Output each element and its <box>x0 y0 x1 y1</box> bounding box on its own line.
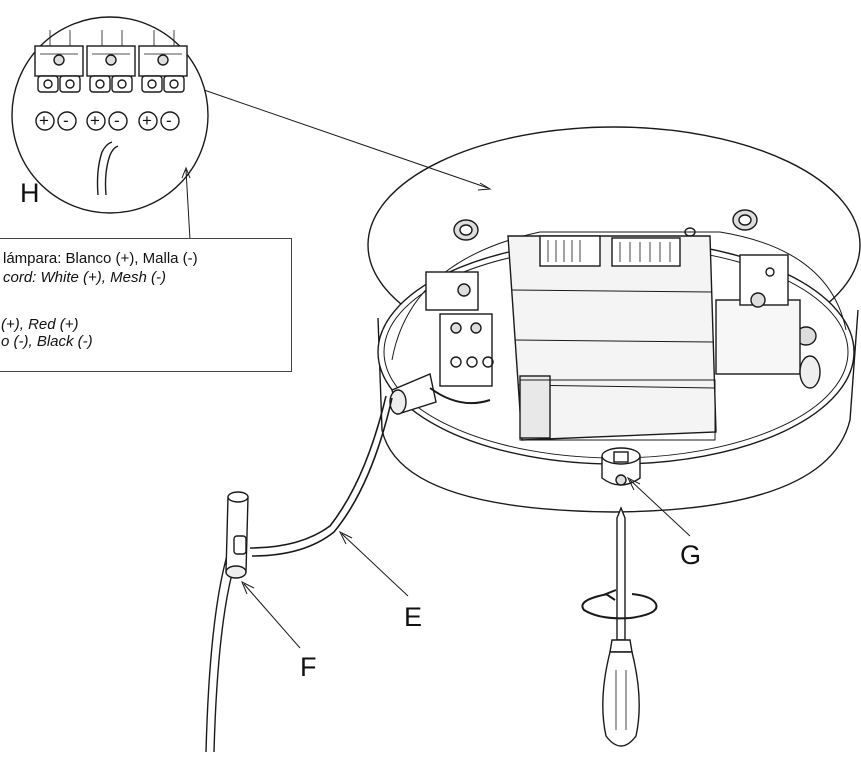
cable-gland <box>389 373 491 415</box>
detail-connectors <box>34 30 188 93</box>
polarity-sign-3: + <box>90 111 100 130</box>
rotation-arrow-icon <box>581 589 658 620</box>
label-f: F <box>300 652 317 682</box>
polarity-sign-4: - <box>114 111 120 130</box>
polarity-sign-1: + <box>39 111 49 130</box>
label-g: G <box>680 540 702 570</box>
leader-lines <box>181 89 691 649</box>
polarity-sign-6: - <box>166 111 172 130</box>
cable-anchor <box>225 491 249 579</box>
side-gland <box>799 355 821 389</box>
wiring-note: lámpara: Blanco (+), Malla (-) cord: Whi… <box>0 238 292 372</box>
detail-wire <box>96 141 113 196</box>
polarity-markers <box>35 111 180 131</box>
polarity-sign-5: + <box>142 111 152 130</box>
screwdriver-icon <box>602 506 640 747</box>
note-line-1: lámpara: Blanco (+), Malla (-) <box>3 250 198 267</box>
polarity-sign-2: - <box>63 111 69 130</box>
set-screw <box>601 447 641 486</box>
mounting-holes <box>453 209 817 346</box>
canopy-terminal-block <box>425 271 494 387</box>
label-e: E <box>404 602 423 632</box>
note-line-3: (+), Red (+) <box>1 316 79 333</box>
detail-circle <box>11 16 209 214</box>
note-line-4: o (-), Black (-) <box>1 333 93 350</box>
driver-box <box>507 235 801 441</box>
label-h: H <box>20 178 40 208</box>
note-line-2: cord: White (+), Mesh (-) <box>3 269 166 286</box>
